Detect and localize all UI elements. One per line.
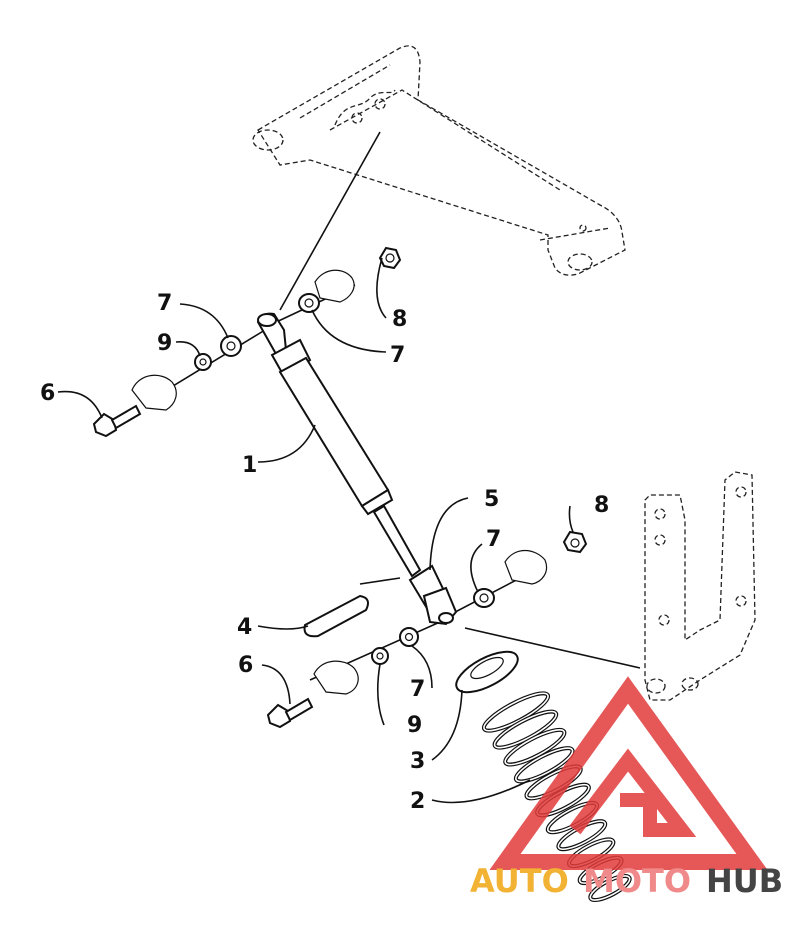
spring-retainer bbox=[455, 650, 519, 694]
spring-coil bbox=[515, 747, 574, 783]
callout-8-upper: 8 bbox=[392, 307, 407, 332]
spring-coil bbox=[504, 729, 566, 766]
lower-bracket bbox=[644, 471, 756, 701]
callout-9-upper: 9 bbox=[157, 331, 172, 356]
hardware bbox=[92, 246, 588, 729]
callout-5: 5 bbox=[484, 487, 499, 512]
callout-7-lower-left: 7 bbox=[410, 677, 425, 702]
callout-9-lower: 9 bbox=[407, 713, 422, 738]
callout-7-lower-right: 7 bbox=[486, 527, 501, 552]
coil-spring bbox=[481, 691, 632, 903]
callout-8-lower: 8 bbox=[594, 493, 609, 518]
spring-coil bbox=[589, 875, 631, 901]
callout-6-upper: 6 bbox=[40, 381, 55, 406]
spring-coil bbox=[483, 692, 549, 732]
leader-lines bbox=[57, 257, 574, 804]
spring-seat-plate bbox=[303, 594, 369, 638]
upper-a-arm bbox=[252, 45, 626, 276]
callout-7-upper-left: 7 bbox=[157, 291, 172, 316]
callout-3: 3 bbox=[410, 749, 425, 774]
spring-coil bbox=[493, 710, 558, 749]
assembly-axis-lines bbox=[149, 131, 641, 681]
watermark-text: AUTO MOTO HUB bbox=[470, 862, 783, 900]
callout-1: 1 bbox=[242, 453, 257, 478]
callout-7-upper-right: 7 bbox=[390, 343, 405, 368]
watermark-hub: HUB bbox=[706, 862, 783, 900]
watermark-auto: AUTO bbox=[470, 862, 569, 900]
callout-6-lower: 6 bbox=[238, 653, 253, 678]
watermark-moto: MOTO bbox=[583, 862, 691, 900]
callout-labels: 1 2 3 4 5 6 6 7 7 7 7 8 8 9 9 bbox=[40, 291, 609, 814]
callout-4: 4 bbox=[237, 615, 252, 640]
watermark-logo bbox=[489, 676, 768, 870]
callout-2: 2 bbox=[410, 789, 425, 814]
shock-absorber bbox=[256, 312, 458, 626]
